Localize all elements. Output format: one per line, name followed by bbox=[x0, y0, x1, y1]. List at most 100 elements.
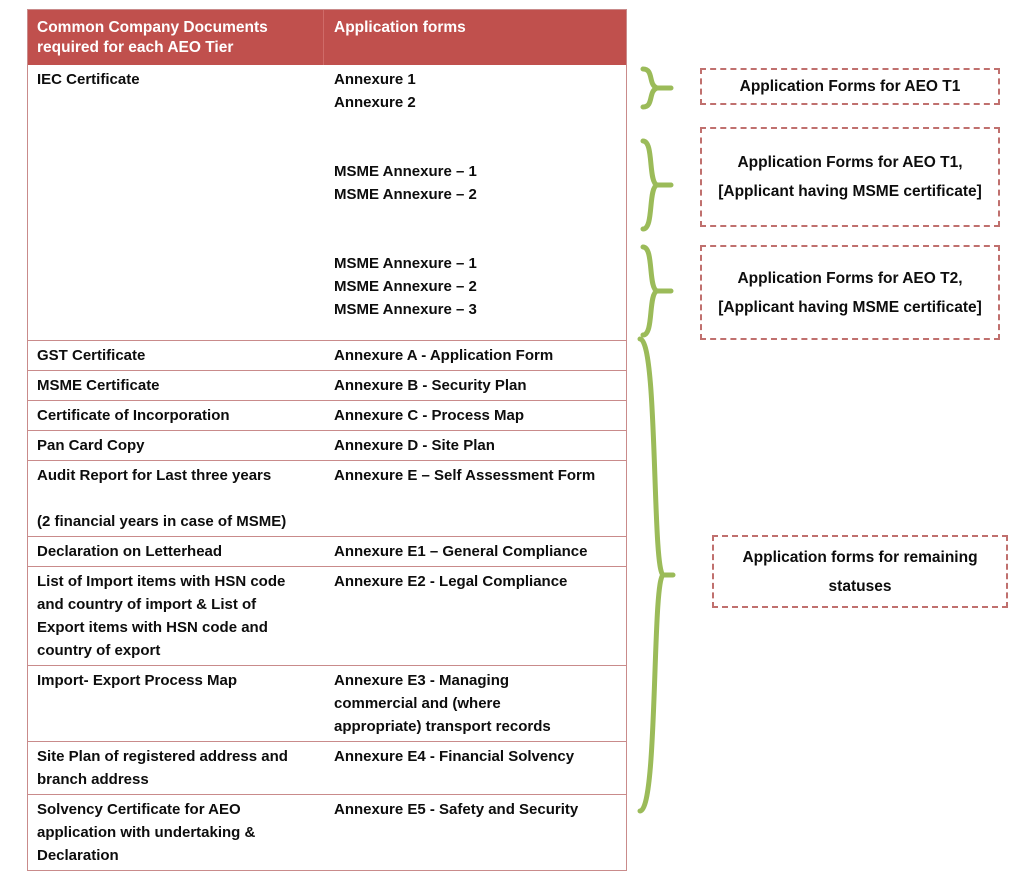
table-row: MSME Certificate Annexure B - Security Pl… bbox=[28, 370, 626, 400]
cell-document: Solvency Certificate for AEO application … bbox=[28, 795, 324, 870]
cell-document: Import- Export Process Map bbox=[28, 666, 324, 741]
cell-document: Audit Report for Last three years (2 fina… bbox=[28, 461, 324, 536]
document-line: and country of import & List of bbox=[37, 596, 257, 613]
document-label-iec: IEC Certificate bbox=[37, 71, 140, 88]
callout-aeo-t2-msme-text: Application Forms for AEO T2, [Applicant… bbox=[702, 264, 998, 322]
callout-aeo-t2-msme-line1: Application Forms for AEO T2, bbox=[737, 269, 963, 287]
cell-form: Annexure E3 - Managing commercial and (wh… bbox=[324, 666, 626, 741]
spacer-4 bbox=[334, 229, 620, 252]
form-line: Annexure A - Application Form bbox=[334, 347, 554, 364]
callout-aeo-t1-msme-line2: [Applicant having MSME bbox=[718, 183, 900, 200]
spacer-3 bbox=[334, 206, 620, 229]
cell-form: Annexure E1 – General Compliance bbox=[324, 537, 626, 566]
column-header-documents-line1: Common Company Documents bbox=[37, 19, 268, 36]
callout-remaining-statuses-text: Application forms for remaining statuses bbox=[714, 543, 1006, 601]
document-line: Audit Report for Last three years bbox=[37, 467, 272, 484]
callout-aeo-t2-msme-line2: [Applicant having MSME bbox=[718, 298, 900, 316]
table-row: GST Certificate Annexure A - Application … bbox=[28, 340, 626, 370]
cell-document: Declaration on Letterhead bbox=[28, 537, 324, 566]
callout-aeo-t2-msme-line3: certificate] bbox=[903, 298, 982, 316]
cell-form: Annexure C - Process Map bbox=[324, 401, 626, 430]
document-line: country of export bbox=[37, 642, 161, 659]
form-annexure-2: Annexure 2 bbox=[334, 94, 416, 111]
callout-aeo-t1: Application Forms for AEO T1 bbox=[700, 68, 1000, 105]
document-line: Declaration on Letterhead bbox=[37, 543, 223, 560]
table-row: List of Import items with HSN code and co… bbox=[28, 566, 626, 665]
callout-aeo-t1-text: Application Forms for AEO T1 bbox=[726, 72, 975, 101]
cell-form: Annexure B - Security Plan bbox=[324, 371, 626, 400]
table-row: Import- Export Process Map Annexure E3 - … bbox=[28, 665, 626, 741]
callout-aeo-t1-line1: Application Forms for AEO T1 bbox=[739, 78, 961, 95]
document-line: (2 financial years in case of MSME) bbox=[37, 513, 287, 530]
cell-form: Annexure E2 - Legal Compliance bbox=[324, 567, 626, 665]
spacer bbox=[37, 487, 318, 510]
table-row: Site Plan of registered address and branc… bbox=[28, 741, 626, 794]
callout-remaining-statuses-line1: Application forms for remaining bbox=[742, 548, 978, 566]
form-msme-annexure-1-t1: MSME Annexure – 1 bbox=[334, 163, 477, 180]
form-line: Annexure E2 - Legal Compliance bbox=[334, 573, 568, 590]
callout-remaining-statuses: Application forms for remaining statuses bbox=[712, 535, 1008, 608]
document-line: Site Plan of registered address and bbox=[37, 748, 288, 765]
document-line: application with undertaking & bbox=[37, 824, 256, 841]
form-line: Annexure E4 - Financial Solvency bbox=[334, 748, 575, 765]
cell-document: Site Plan of registered address and branc… bbox=[28, 742, 324, 794]
spacer-2 bbox=[334, 137, 620, 160]
table-row: Solvency Certificate for AEO application … bbox=[28, 794, 626, 870]
callout-remaining-statuses-line2: statuses bbox=[828, 577, 892, 595]
document-line: Pan Card Copy bbox=[37, 437, 145, 454]
documents-table: Common Company Documents required for ea… bbox=[27, 9, 627, 871]
form-line: Annexure E3 - Managing bbox=[334, 672, 510, 689]
document-line: Import- Export Process Map bbox=[37, 672, 238, 689]
document-line: Declaration bbox=[37, 847, 119, 864]
form-line: Annexure E5 - Safety and Security bbox=[334, 801, 579, 818]
document-line: Solvency Certificate for AEO bbox=[37, 801, 241, 818]
document-line: GST Certificate bbox=[37, 347, 146, 364]
cell-document: MSME Certificate bbox=[28, 371, 324, 400]
cell-form: Annexure E5 - Safety and Security bbox=[324, 795, 626, 870]
table-header-row: Common Company Documents required for ea… bbox=[28, 10, 626, 65]
table-body: GST Certificate Annexure A - Application … bbox=[28, 340, 626, 870]
document-line: MSME Certificate bbox=[37, 377, 160, 394]
document-line: List of Import items with HSN code bbox=[37, 573, 286, 590]
cell-document: GST Certificate bbox=[28, 341, 324, 370]
form-line: Annexure B - Security Plan bbox=[334, 377, 527, 394]
form-line: appropriate) transport records bbox=[334, 718, 551, 735]
document-line: Certificate of Incorporation bbox=[37, 407, 230, 424]
table-row: Declaration on Letterhead Annexure E1 – G… bbox=[28, 536, 626, 566]
table-row-iec-certificate: IEC Certificate Annexure 1 Annexure 2 MS… bbox=[28, 65, 626, 340]
form-line: commercial and (where bbox=[334, 695, 501, 712]
table-row: Certificate of Incorporation Annexure C -… bbox=[28, 400, 626, 430]
cell-document-iec: IEC Certificate bbox=[28, 65, 324, 340]
form-line: Annexure D - Site Plan bbox=[334, 437, 495, 454]
document-line: branch address bbox=[37, 771, 149, 788]
cell-form: Annexure E4 - Financial Solvency bbox=[324, 742, 626, 794]
cell-form: Annexure D - Site Plan bbox=[324, 431, 626, 460]
document-line: Export items with HSN code and bbox=[37, 619, 268, 636]
cell-form: Annexure E – Self Assessment Form bbox=[324, 461, 626, 536]
cell-forms-iec: Annexure 1 Annexure 2 MSME Annexure – 1 … bbox=[324, 65, 626, 340]
form-line: Annexure E1 – General Compliance bbox=[334, 543, 588, 560]
callout-aeo-t1-msme-line1: Application Forms for AEO T1, bbox=[737, 154, 963, 171]
column-header-documents-line2: required for each AEO Tier bbox=[37, 39, 234, 56]
brace-aeo-t1 bbox=[640, 66, 674, 110]
form-msme-annexure-3-t2: MSME Annexure – 3 bbox=[334, 301, 477, 318]
callout-aeo-t2-msme: Application Forms for AEO T2, [Applicant… bbox=[700, 245, 1000, 340]
form-msme-annexure-1-t2: MSME Annexure – 1 bbox=[334, 255, 477, 272]
callout-aeo-t1-msme: Application Forms for AEO T1, [Applicant… bbox=[700, 127, 1000, 227]
brace-aeo-t2-msme bbox=[640, 244, 674, 338]
callout-aeo-t1-msme-text: Application Forms for AEO T1, [Applicant… bbox=[702, 148, 998, 206]
callout-aeo-t1-msme-line3: certificate] bbox=[903, 183, 982, 200]
cell-document: List of Import items with HSN code and co… bbox=[28, 567, 324, 665]
brace-remaining-statuses bbox=[636, 336, 676, 814]
form-line: Annexure C - Process Map bbox=[334, 407, 525, 424]
cell-document: Pan Card Copy bbox=[28, 431, 324, 460]
form-line: Annexure E – Self Assessment Form bbox=[334, 467, 596, 484]
table-row: Audit Report for Last three years (2 fina… bbox=[28, 460, 626, 536]
cell-form: Annexure A - Application Form bbox=[324, 341, 626, 370]
brace-aeo-t1-msme bbox=[640, 138, 674, 232]
column-header-documents: Common Company Documents required for ea… bbox=[28, 10, 324, 65]
form-msme-annexure-2-t2: MSME Annexure – 2 bbox=[334, 278, 477, 295]
spacer-1 bbox=[334, 114, 620, 137]
form-msme-annexure-2-t1: MSME Annexure – 2 bbox=[334, 186, 477, 203]
table-row: Pan Card Copy Annexure D - Site Plan bbox=[28, 430, 626, 460]
